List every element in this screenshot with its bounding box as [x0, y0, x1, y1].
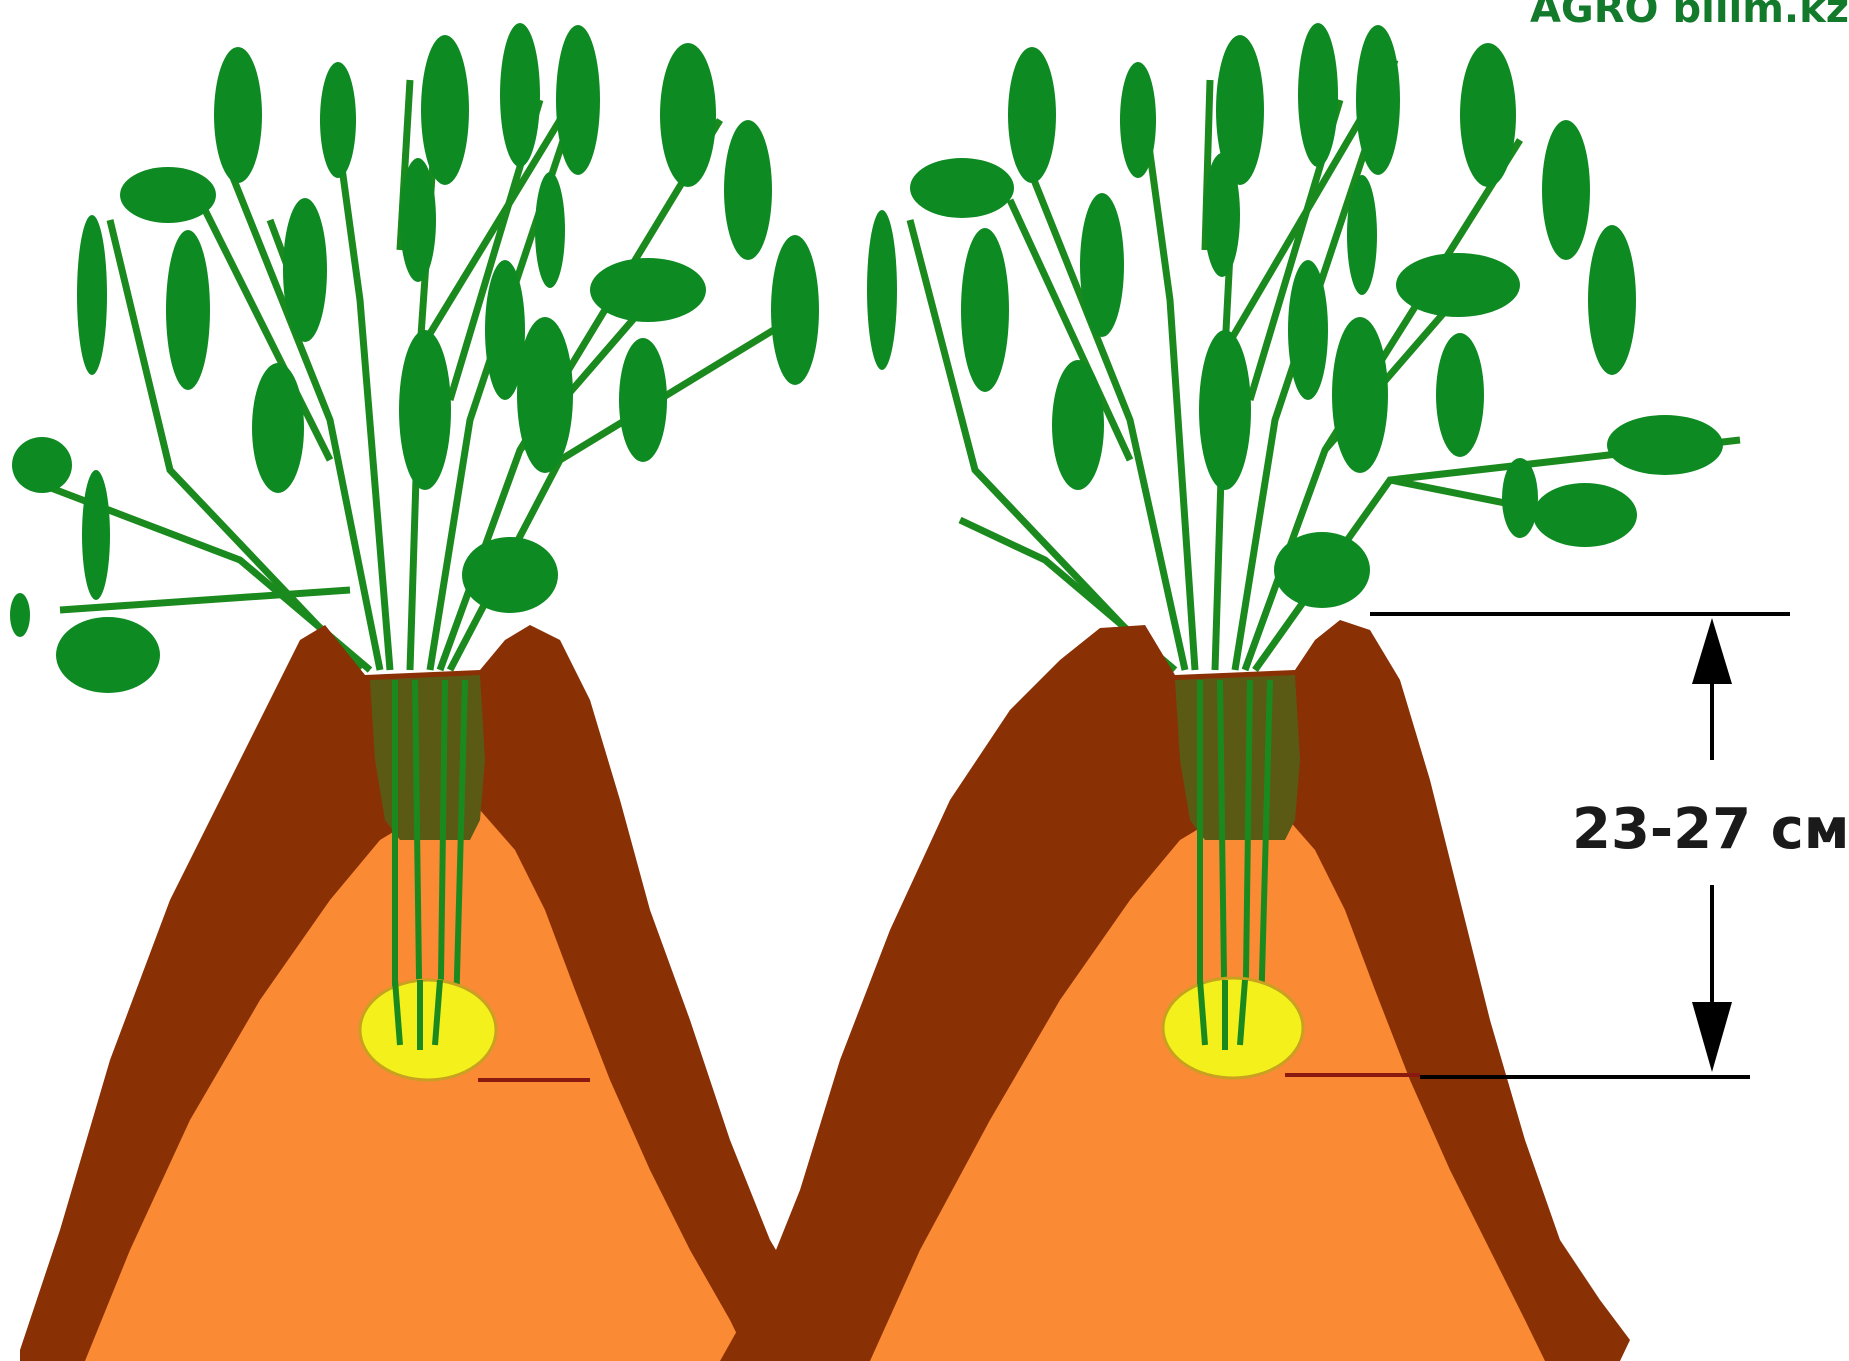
left-stem-channel — [370, 675, 485, 840]
dimension-label: 23-27 см — [1572, 797, 1849, 862]
right-tuber — [1163, 978, 1303, 1078]
right-plant — [720, 23, 1740, 1361]
left-tuber — [360, 980, 496, 1080]
right-stem-channel — [1175, 675, 1300, 840]
right-leaves — [867, 23, 1723, 608]
up-arrow-icon — [1692, 618, 1732, 684]
down-arrow-icon — [1692, 1002, 1732, 1072]
left-plant — [10, 23, 845, 1361]
